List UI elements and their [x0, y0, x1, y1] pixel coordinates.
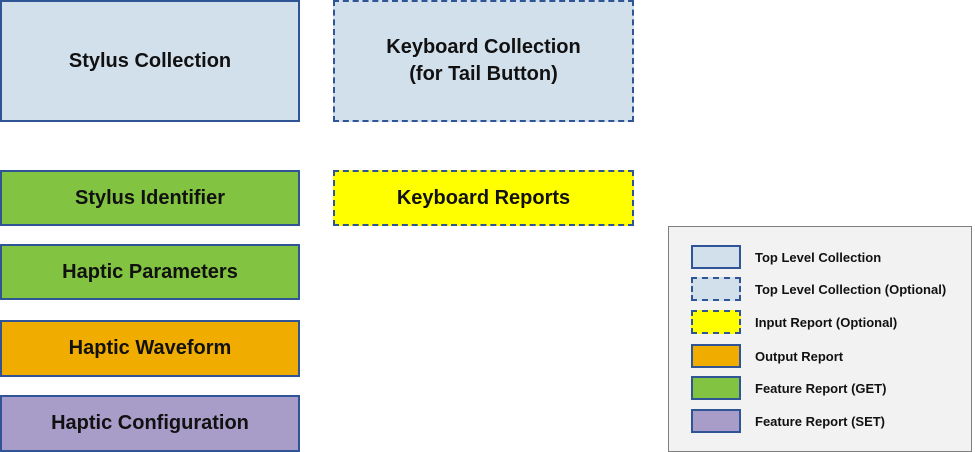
legend-label: Feature Report (GET) [755, 380, 887, 396]
haptic-configuration-box: Haptic Configuration [0, 395, 300, 452]
stylus-identifier-box: Stylus Identifier [0, 170, 300, 226]
legend-label: Output Report [755, 348, 844, 364]
haptic-parameters-box: Haptic Parameters [0, 244, 300, 300]
haptic-parameters-label: Haptic Parameters [62, 260, 238, 283]
legend-swatch [691, 277, 741, 301]
haptic-configuration-label: Haptic Configuration [51, 412, 249, 434]
keyboard-collection-sublabel: (for Tail Button) [409, 63, 558, 85]
legend-item-output-report: Output Report [691, 343, 843, 369]
legend-label: Top Level Collection [755, 249, 882, 265]
keyboard-collection-label: Keyboard Collection [386, 36, 581, 58]
haptic-waveform-box: Haptic Waveform [0, 320, 300, 377]
legend-item-feature-report-get: Feature Report (GET) [691, 375, 886, 401]
stylus-collection-box: Stylus Collection [0, 0, 300, 122]
legend-label: Top Level Collection (Optional) [755, 281, 947, 297]
keyboard-reports-label: Keyboard Reports [396, 186, 571, 209]
haptic-waveform-label: Haptic Waveform [68, 337, 232, 359]
stylus-identifier-label: Stylus Identifier [74, 186, 226, 209]
legend-swatch [691, 245, 741, 269]
legend: Top Level Collection Top Level Collectio… [668, 226, 972, 452]
legend-swatch [691, 310, 741, 334]
stylus-collection-label: Stylus Collection [68, 49, 232, 72]
legend-item-input-report-optional: Input Report (Optional) [691, 309, 897, 335]
legend-item-top-level-collection-optional: Top Level Collection (Optional) [691, 276, 946, 302]
keyboard-reports-box: Keyboard Reports [333, 170, 634, 226]
keyboard-collection-box: Keyboard Collection (for Tail Button) [333, 0, 634, 122]
legend-swatch [691, 344, 741, 368]
legend-swatch [691, 376, 741, 400]
legend-item-top-level-collection: Top Level Collection [691, 244, 881, 270]
legend-label: Input Report (Optional) [755, 314, 898, 330]
legend-swatch [691, 409, 741, 433]
legend-item-feature-report-set: Feature Report (SET) [691, 408, 885, 434]
legend-label: Feature Report (SET) [755, 413, 886, 429]
